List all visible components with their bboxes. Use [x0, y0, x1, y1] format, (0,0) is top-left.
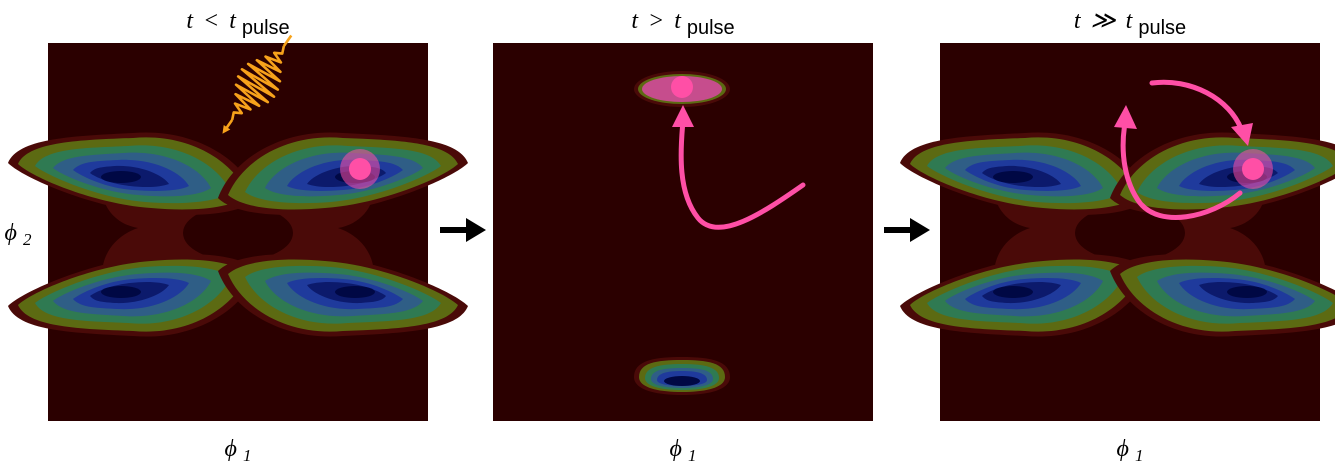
potential-landscape [900, 43, 1335, 421]
excitation-path-arrow [678, 118, 806, 230]
y-axis-label: ϕ 2 [5, 220, 32, 249]
panel-title: t ≫ t pulse [1074, 8, 1186, 39]
particle [349, 158, 371, 180]
x-axis-label: ϕ 1 [670, 436, 697, 465]
particle [1242, 158, 1264, 180]
x-axis-label: ϕ 1 [1117, 436, 1144, 465]
arrowhead-icon [1114, 105, 1137, 129]
particle [671, 76, 693, 98]
panel-before-pulse [8, 34, 468, 421]
panel-title: t > t pulse [631, 8, 734, 39]
panel-long-after-pulse [900, 43, 1335, 421]
x-axis-label: ϕ 1 [225, 436, 252, 465]
laser-pulse-icon [222, 34, 293, 134]
arrowhead-icon [672, 105, 694, 127]
panel-title: t < t pulse [186, 8, 289, 39]
potential-landscape [8, 43, 468, 421]
ground-state-well [634, 357, 730, 395]
loop-path-arrow [1120, 120, 1243, 220]
arrowhead-icon [1231, 123, 1253, 146]
right-arrow-icon [884, 218, 930, 242]
panel-after-pulse [493, 43, 873, 421]
relaxation-path-arrow [1149, 79, 1245, 134]
right-arrow-icon [440, 218, 486, 242]
